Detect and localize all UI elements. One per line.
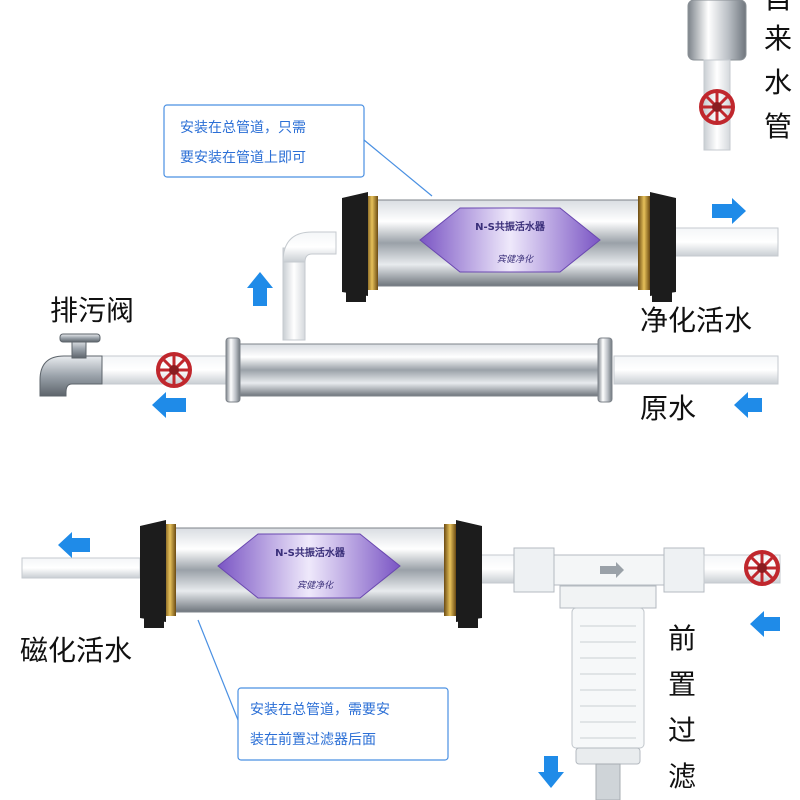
tap-water-valve-icon[interactable] bbox=[699, 89, 735, 125]
flow-arrows bbox=[58, 198, 780, 788]
tap-water-label: 自 来 水 管 bbox=[764, 0, 792, 143]
pre-filter bbox=[513, 547, 781, 800]
prefilter-char-1: 前 bbox=[668, 622, 696, 655]
bottom-callout-line-1: 安装在总管道，需要安 bbox=[250, 702, 390, 718]
bottom-filter-brand: 宾健净化 bbox=[297, 580, 334, 591]
tap-water-char-3: 水 bbox=[764, 66, 792, 99]
purified-live-water-label: 净化活水 bbox=[640, 304, 752, 337]
arrow-left-icon bbox=[58, 532, 90, 558]
bottom-callout-line-2: 装在前置过滤器后面 bbox=[250, 731, 376, 748]
tap-water-char-4: 管 bbox=[764, 110, 792, 143]
magnetized-live-water-label: 磁化活水 bbox=[20, 634, 132, 667]
prefilter-char-4: 滤 bbox=[668, 760, 696, 793]
tap-water-char-2: 来 bbox=[764, 22, 792, 55]
top-filter-brand: 宾健净化 bbox=[497, 254, 534, 265]
raw-water-label: 原水 bbox=[640, 392, 696, 425]
bottom-filter-unit: N-S共振活水器 宾健净化 bbox=[21, 520, 515, 628]
drain-line-valve-icon[interactable] bbox=[156, 352, 192, 388]
prefilter-char-3: 过 bbox=[668, 714, 696, 747]
arrow-left-icon bbox=[734, 392, 762, 418]
tap-water-char-1: 自 bbox=[764, 0, 792, 15]
prefilter-valve-icon[interactable] bbox=[744, 550, 780, 586]
drain-valve-label: 排污阀 bbox=[50, 294, 134, 327]
prefilter-label: 前 置 过 滤 器 bbox=[668, 622, 696, 793]
bottom-callout: 安装在总管道，需要安 装在前置过滤器后面 bbox=[197, 619, 449, 761]
top-filter-unit: N-S共振活水器 宾健净化 bbox=[282, 192, 779, 341]
top-filter-title: N-S共振活水器 bbox=[475, 220, 546, 233]
arrow-left-icon bbox=[152, 392, 186, 418]
top-callout: 安装在总管道，只需 要安装在管道上即可 bbox=[163, 104, 433, 197]
bottom-filter-title: N-S共振活水器 bbox=[275, 546, 346, 559]
top-callout-line-2: 要安装在管道上即可 bbox=[180, 150, 306, 166]
tap-water-inlet bbox=[687, 0, 747, 151]
arrow-left-icon bbox=[750, 611, 780, 637]
arrow-up-icon bbox=[247, 272, 273, 306]
arrow-right-icon bbox=[712, 198, 746, 224]
prefilter-char-2: 置 bbox=[668, 668, 696, 701]
raw-water-line bbox=[39, 333, 779, 403]
arrow-down-icon bbox=[538, 756, 564, 788]
top-callout-line-1: 安装在总管道，只需 bbox=[180, 120, 306, 136]
